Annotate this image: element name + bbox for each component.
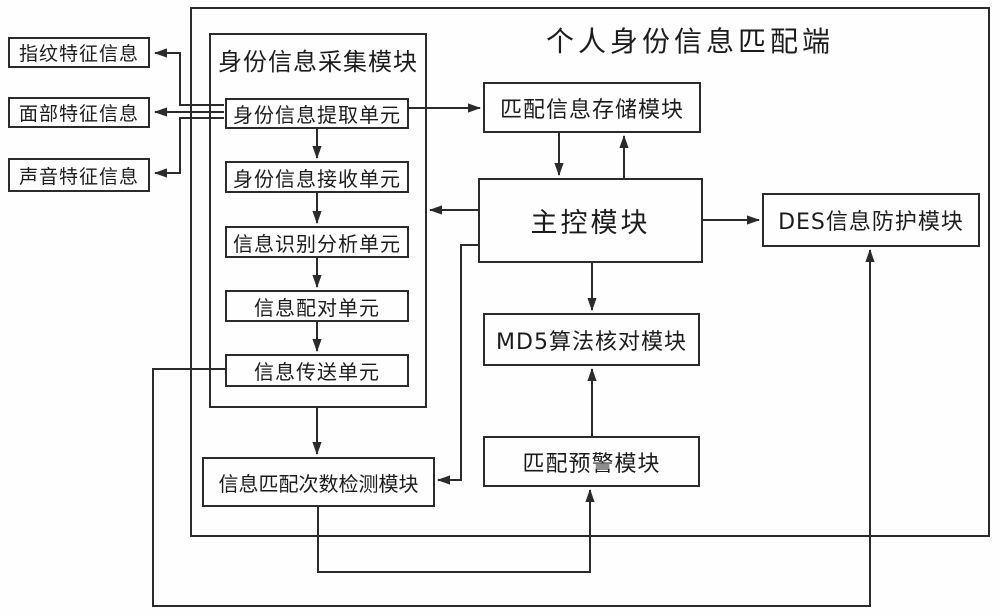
node-identity-extract-unit: 身份信息提取单元 (225, 98, 409, 129)
node-fingerprint-info: 指纹特征信息 (8, 37, 150, 68)
outer-terminal-frame (190, 7, 990, 537)
node-md5-check-module: MD5算法核对模块 (483, 313, 700, 366)
node-info-analyze-unit: 信息识别分析单元 (225, 226, 409, 258)
node-identity-receive-unit: 身份信息接收单元 (225, 161, 409, 193)
node-info-pair-unit: 信息配对单元 (225, 290, 409, 322)
node-info-transmit-unit: 信息传送单元 (225, 354, 409, 387)
node-match-alert-module: 匹配预警模块 (483, 436, 700, 487)
node-main-control-module: 主控模块 (478, 178, 703, 263)
node-voice-info: 声音特征信息 (8, 158, 150, 192)
node-match-storage-module: 匹配信息存储模块 (483, 82, 701, 133)
node-des-protection-module: DES信息防护模块 (762, 193, 980, 247)
collection-module-title: 身份信息采集模块 (218, 47, 418, 76)
node-face-info: 面部特征信息 (8, 97, 150, 128)
node-match-count-detect-module: 信息匹配次数检测模块 (202, 457, 435, 507)
outer-terminal-title: 个人身份信息匹配端 (545, 25, 834, 58)
collection-module-frame (209, 33, 427, 408)
